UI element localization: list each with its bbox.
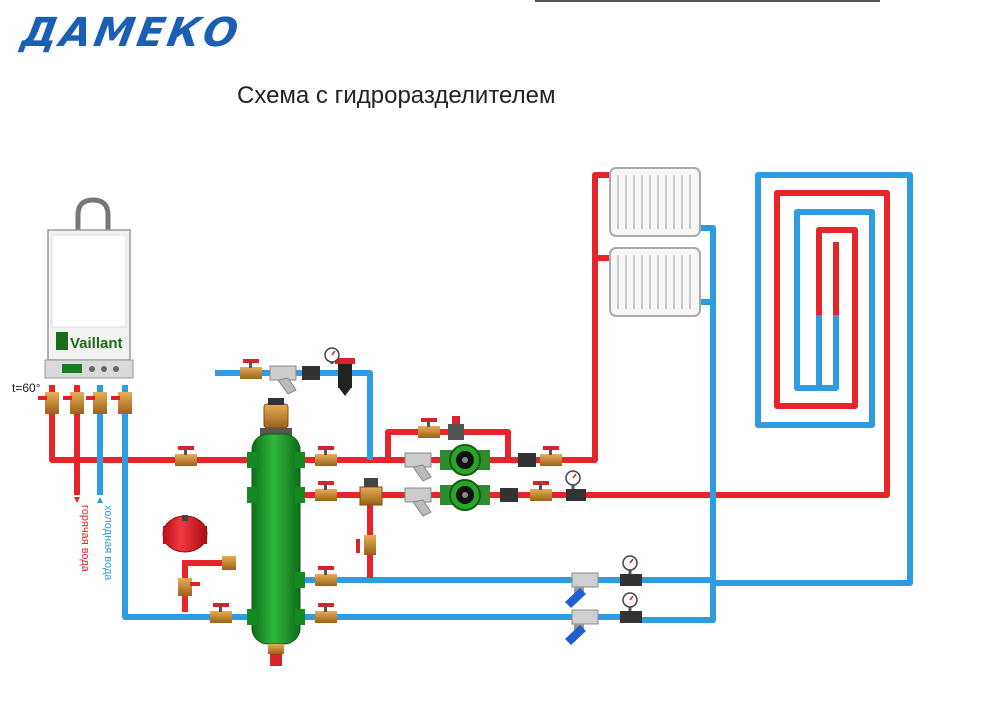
expansion-tank [162,515,236,596]
makeup-water-pipe [215,370,373,460]
ball-valve-radiator [540,446,562,466]
ball-valve-floor-supply [530,481,552,501]
strainers [269,365,432,517]
cold-water-label: холодная вода [102,505,114,581]
balancing-valve-lower-return [565,609,599,645]
vaillant-logo-mark [56,332,68,350]
bypass-check-valve [448,416,464,440]
boiler-valve-4 [111,392,132,414]
ball-valve-sep-out-2 [315,481,337,501]
ball-valves [175,359,562,623]
cold-water-arrow-icon [97,497,103,503]
ball-valve-boiler-supply [175,446,197,466]
tank-valve [178,578,200,596]
hot-water-arrow-icon [74,497,80,503]
boiler-valve-1 [38,392,59,414]
gas-boiler: Vaillant [44,197,134,379]
gauge-upper-return [622,555,638,575]
floor-loop-return-outer [715,172,913,586]
radiator-supply-pipe [560,172,612,463]
hot-water-label: горячая вода [79,505,91,573]
check-valve-makeup [302,366,320,380]
circulation-pump-upper [440,444,490,476]
air-vent [263,398,289,429]
radiator-lower [609,247,701,317]
ball-valve-boiler-return [210,603,232,623]
boiler-valve-2 [63,392,84,414]
strainer-lower-line [404,487,432,517]
strainer-upper-line [404,452,432,482]
boiler-brand-label: Vaillant [70,335,123,352]
boiler-temperature-label: t=60° [12,381,41,395]
boiler-outlet-valves [38,392,132,414]
boiler-flue [75,197,111,235]
floor-loop-supply-outer [600,190,890,498]
boiler-valve-3 [86,392,107,414]
gauge-makeup [324,347,340,364]
radiator-return-pipe [640,225,716,623]
ball-valve-sep-out-4 [315,603,337,623]
ball-valve-bypass-left [418,418,440,438]
check-valves [302,366,536,502]
check-valve-upper [518,453,536,467]
ball-valve-sep-out-3 [315,566,337,586]
gauge-lower-return [622,592,638,612]
ball-valve-sep-out-1 [315,446,337,466]
gauge-fittings [566,489,642,623]
circulation-pump-lower [440,479,490,511]
pressure-reducer [335,358,355,396]
hydraulic-separator [247,428,305,666]
mixing-valve [359,478,383,506]
underfloor-heating-loop [600,172,913,586]
balancing-valve-upper-return [565,572,599,608]
ball-valve-mixing-riser [356,535,376,555]
check-valve-lower [500,488,518,502]
radiator-circuit-pipes [560,172,716,623]
diagram-title: Схема с гидроразделителем [237,82,556,109]
gauge-floor-supply [565,470,581,490]
strainer-makeup [269,365,297,395]
ball-valve-makeup [240,359,262,379]
tank-drain-valve [222,556,236,570]
radiator-upper [609,167,701,237]
top-divider-line [535,0,880,2]
boiler-return-pipe [122,385,250,620]
